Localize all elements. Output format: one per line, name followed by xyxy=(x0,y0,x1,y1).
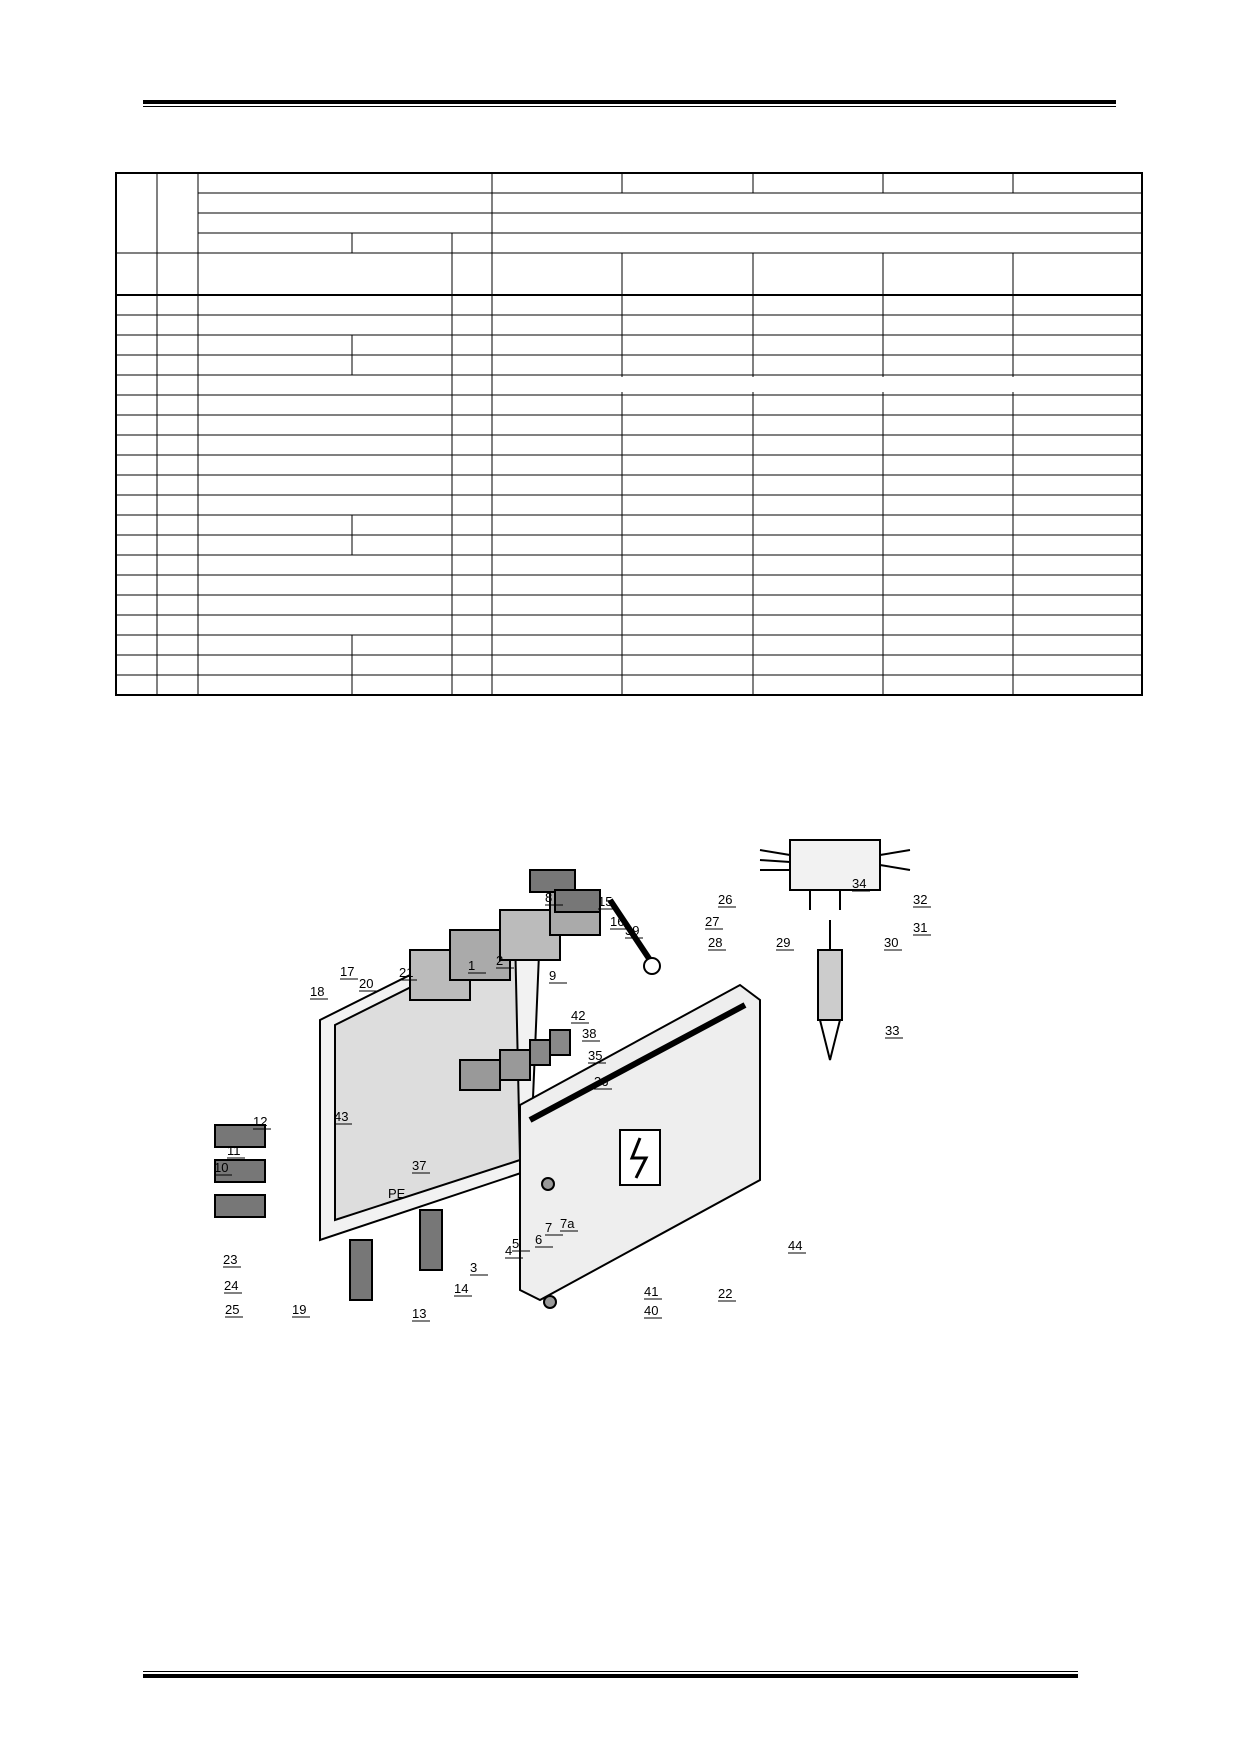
callout-label: 30 xyxy=(884,935,898,950)
callout-label: 25 xyxy=(225,1302,239,1317)
callout-label: 24 xyxy=(224,1278,238,1293)
callout-label: 11 xyxy=(227,1143,241,1158)
callout-label: 41 xyxy=(644,1284,658,1299)
callout-label: 44 xyxy=(788,1238,802,1253)
callout-label: 34 xyxy=(852,876,866,891)
callout-label: 38 xyxy=(582,1026,596,1041)
callout-label: 23 xyxy=(223,1252,237,1267)
callout-label: 9 xyxy=(549,968,556,983)
callout-label: 7a xyxy=(560,1216,575,1231)
callout-label: 29 xyxy=(776,935,790,950)
callout-label: 32 xyxy=(913,892,927,907)
callout-label: 7 xyxy=(545,1220,552,1235)
callout-label: 35 xyxy=(588,1048,602,1063)
callout-label: 17 xyxy=(340,964,354,979)
data-table xyxy=(115,172,1143,696)
callout-label: 1 xyxy=(468,958,475,973)
callout-label: 26 xyxy=(718,892,732,907)
callout-label: 18 xyxy=(310,984,324,999)
header-rule-thick xyxy=(143,100,1116,104)
callout-label: 5 xyxy=(512,1236,519,1251)
callout-label: 16 xyxy=(610,914,624,929)
callout-label: 37 xyxy=(412,1158,426,1173)
drawing-body xyxy=(214,839,911,1309)
callout-label: 27 xyxy=(705,914,719,929)
callout-label: 43 xyxy=(334,1109,348,1124)
callout-label: 19 xyxy=(292,1302,306,1317)
callout-label: 6 xyxy=(535,1232,542,1247)
callout-label: 21 xyxy=(399,965,413,980)
callout-label: 3 xyxy=(470,1260,477,1275)
callout-label: 36 xyxy=(594,1074,608,1089)
callout-label: 40 xyxy=(644,1303,658,1318)
callout-label: 13 xyxy=(412,1306,426,1321)
callout-label: 2 xyxy=(496,953,503,968)
callout-label: 28 xyxy=(708,935,722,950)
callout-label: 33 xyxy=(885,1023,899,1038)
callout-label: 15 xyxy=(598,894,612,909)
callout-label: 10 xyxy=(214,1160,228,1175)
footer-rule-thin xyxy=(143,1671,1078,1672)
callout-label: 12 xyxy=(253,1114,267,1129)
callout-label: 8 xyxy=(545,890,552,905)
callout-label: 20 xyxy=(359,976,373,991)
callout-label: 39 xyxy=(625,923,639,938)
callout-label: 22 xyxy=(718,1286,732,1301)
pe-mark: PE xyxy=(388,1186,406,1201)
callout-label: 4 xyxy=(505,1243,512,1258)
callout-label: 42 xyxy=(571,1008,585,1023)
footer-rule-thick xyxy=(143,1674,1078,1678)
callout-label: 14 xyxy=(454,1281,468,1296)
header-rule-thin xyxy=(143,106,1116,107)
callout-label: 31 xyxy=(913,920,927,935)
